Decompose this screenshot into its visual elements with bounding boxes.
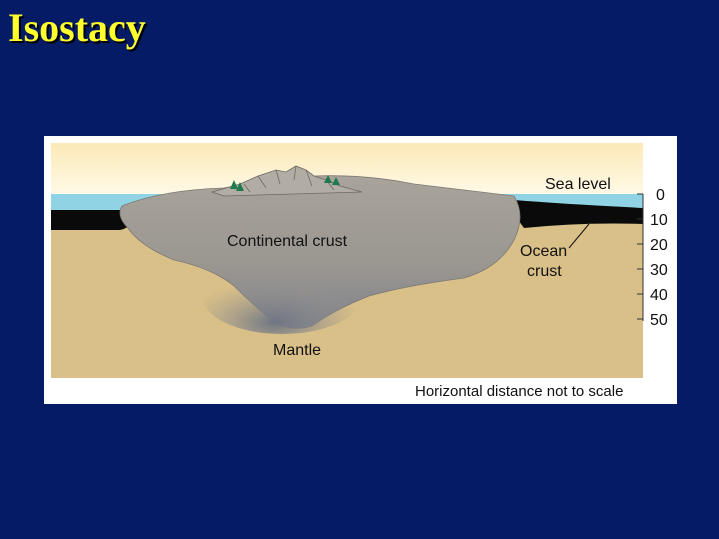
ocean-crust-left	[51, 210, 134, 230]
footnote-label: Horizontal distance not to scale	[415, 383, 623, 400]
continental-crust-label: Continental crust	[227, 233, 348, 250]
trees	[230, 175, 340, 191]
depth-label-30: 30	[650, 262, 668, 279]
ocean-crust-label-line1: Ocean	[520, 243, 567, 260]
diagram-canvas: 0 10 20 30 40 50 Sea level Continental c…	[51, 143, 668, 400]
ocean-crust-right	[514, 200, 643, 228]
ocean-crust-leader-line	[568, 223, 590, 249]
crust-root-shading	[202, 258, 362, 334]
isostasy-diagram: 0 10 20 30 40 50 Sea level Continental c…	[44, 136, 677, 404]
ocean-crust-label-line2: crust	[527, 263, 562, 280]
depth-scale: 0 10 20 30 40 50	[637, 187, 668, 329]
sea-level-label: Sea level	[545, 176, 611, 193]
depth-label-20: 20	[650, 237, 668, 254]
slide-title: Isostacy	[8, 5, 146, 50]
depth-label-50: 50	[650, 312, 668, 329]
depth-label-40: 40	[650, 287, 668, 304]
mantle-label: Mantle	[273, 342, 321, 359]
mountain-ridges	[243, 165, 335, 193]
depth-label-10: 10	[650, 212, 668, 229]
depth-label-0: 0	[656, 187, 665, 204]
